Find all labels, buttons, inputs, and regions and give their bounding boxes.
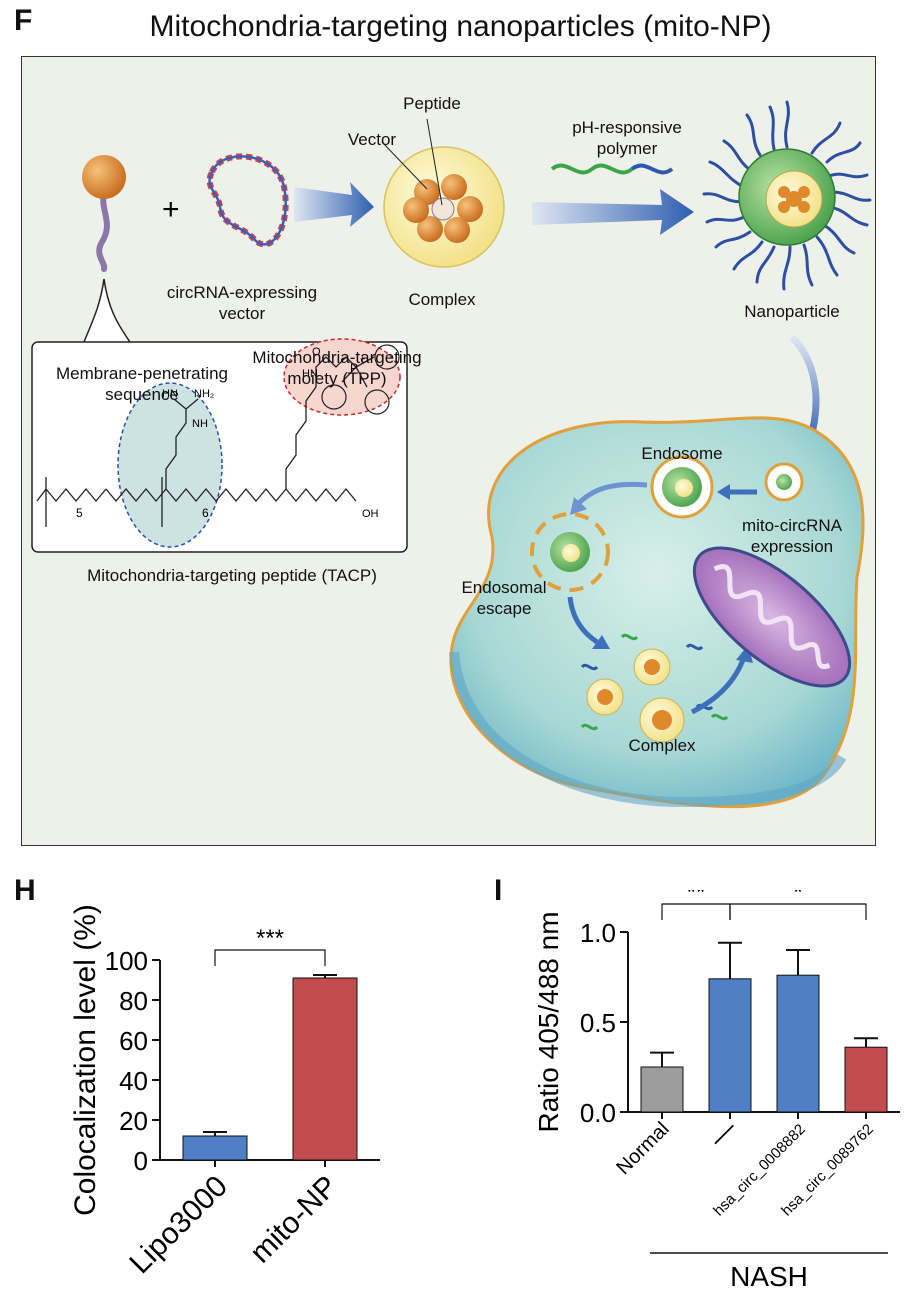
x-tick-label: Normal — [612, 1118, 673, 1179]
arrow-pit-to-endosome-head — [717, 484, 730, 500]
bar — [640, 1066, 684, 1113]
escape-label-line1: Endosomal — [461, 578, 547, 597]
expression-label-line2: expression — [750, 537, 834, 556]
complex-core — [403, 174, 483, 243]
chem-hn-tpp: HN — [302, 368, 318, 380]
y-axis-label: Colocalization level (%) — [69, 904, 102, 1216]
arrow-complex-to-mito — [690, 656, 747, 715]
escape-core-icon — [562, 544, 580, 562]
broken-endosome-icon — [530, 512, 610, 592]
peptide-pointer — [426, 118, 443, 206]
vector-caption-line2: vector — [218, 304, 266, 323]
mitochondrion-icon — [692, 546, 852, 688]
peptide-ball-icon — [82, 155, 126, 199]
arrow-endosome-to-escape — [575, 481, 648, 507]
panel-letter-f: F — [14, 4, 33, 37]
y-tick-label: 80 — [119, 986, 148, 1016]
y-tick-label: 60 — [119, 1026, 148, 1056]
vector-label: Vector — [347, 130, 397, 149]
nash-group-label: NASH — [730, 1261, 808, 1292]
nanoparticle-icon — [702, 100, 872, 291]
arrow-to-complex — [294, 182, 374, 227]
vector-caption-line1: circRNA-expressing — [166, 283, 318, 302]
phenyl-ring-1 — [321, 384, 347, 410]
complex-label: Complex — [408, 290, 476, 309]
endosome-core-icon — [675, 479, 693, 497]
cell-icon — [449, 416, 865, 809]
arrow-to-nanoparticle — [532, 189, 694, 235]
schematic-panel: + — [21, 56, 876, 846]
phenyl-ring-2 — [374, 344, 400, 370]
endosome-label: Endosome — [641, 444, 723, 463]
chem-nh: NH — [192, 418, 208, 430]
significance-bracket — [729, 903, 867, 920]
arrow-escape-to-complex-head — [592, 635, 610, 649]
significance-bracket — [661, 903, 731, 920]
x-tick-label: — — [703, 1113, 743, 1153]
cell-complex-label: Complex — [628, 736, 696, 755]
y-tick-label: 1.0 — [580, 918, 616, 948]
nanoparticle-label: Nanoparticle — [744, 302, 840, 321]
chem-nh2: NH₂ — [194, 388, 214, 400]
expression-label-line1: mito-circRNA — [741, 516, 843, 535]
phenyl-ring-3 — [364, 389, 390, 415]
subscript-6: 6 — [202, 506, 209, 520]
significance-label: * — [793, 890, 802, 906]
bar — [776, 974, 820, 1113]
endocytosis-nanoparticle-icon — [776, 474, 792, 490]
subscript-5: 5 — [76, 506, 83, 520]
schematic-title: Mitochondria-targeting nanoparticles (mi… — [149, 10, 772, 43]
tpp-label-line2: moiety (TPP) — [287, 369, 387, 388]
bar — [182, 1135, 248, 1161]
chem-hn: HN — [162, 388, 178, 400]
bar — [292, 977, 358, 1161]
tacp-label: Mitochondria-targeting peptide (TACP) — [87, 566, 377, 585]
schematic-illustration: + — [31, 100, 872, 809]
tpp-label-line1: Mitochondria-targeting — [252, 348, 422, 367]
x-tick-label: mito-NP — [244, 1170, 344, 1270]
released-complexes — [586, 648, 685, 743]
y-tick-label: 40 — [119, 1066, 148, 1096]
polymer-strand-green — [550, 163, 634, 175]
membrane-sequence-highlight — [117, 382, 223, 548]
x-tick-label: Lipo3000 — [123, 1170, 234, 1281]
peptide-label: Peptide — [403, 94, 461, 113]
significance-label: *** — [256, 925, 284, 952]
significance-bracket — [214, 949, 326, 966]
membrane-label-line1: Membrane-penetrating — [56, 364, 228, 383]
panel-letter-h: H — [14, 874, 36, 907]
y-tick-label: 0 — [134, 1146, 148, 1176]
cell-base-shading — [449, 651, 847, 808]
arrow-escape-to-complex — [567, 596, 599, 645]
chem-oh: OH — [362, 508, 379, 520]
bar — [844, 1046, 888, 1113]
bar — [708, 978, 752, 1113]
significance-label: ** — [687, 890, 706, 906]
chem-p: P — [350, 361, 358, 375]
polymer-strand-blue — [630, 163, 674, 175]
vector-pointer — [381, 141, 428, 190]
y-axis-label: Ratio 405/488 nm — [533, 911, 564, 1132]
y-tick-label: 100 — [105, 946, 148, 976]
tacp-chemical-structure — [36, 356, 375, 527]
membrane-label-line2: sequence — [105, 385, 179, 404]
y-tick-label: 20 — [119, 1106, 148, 1136]
polymer-label-line2: polymer — [596, 139, 658, 158]
y-tick-label: 0.0 — [580, 1098, 616, 1128]
y-tick-label: 0.5 — [580, 1008, 616, 1038]
circrna-vector-strand — [208, 155, 287, 246]
peptide-tail — [96, 189, 110, 272]
plus-sign: + — [162, 193, 180, 226]
escape-label-line2: escape — [476, 599, 532, 618]
callout-wedge — [83, 278, 131, 343]
chem-p-charge: + — [360, 354, 365, 364]
arrow-endosome-to-escape-head — [570, 497, 587, 515]
panel-letter-i: I — [494, 874, 503, 907]
polymer-label-line1: pH-responsive — [572, 118, 682, 137]
chem-o: O — [312, 346, 321, 358]
released-polymer-fragments — [580, 633, 729, 731]
